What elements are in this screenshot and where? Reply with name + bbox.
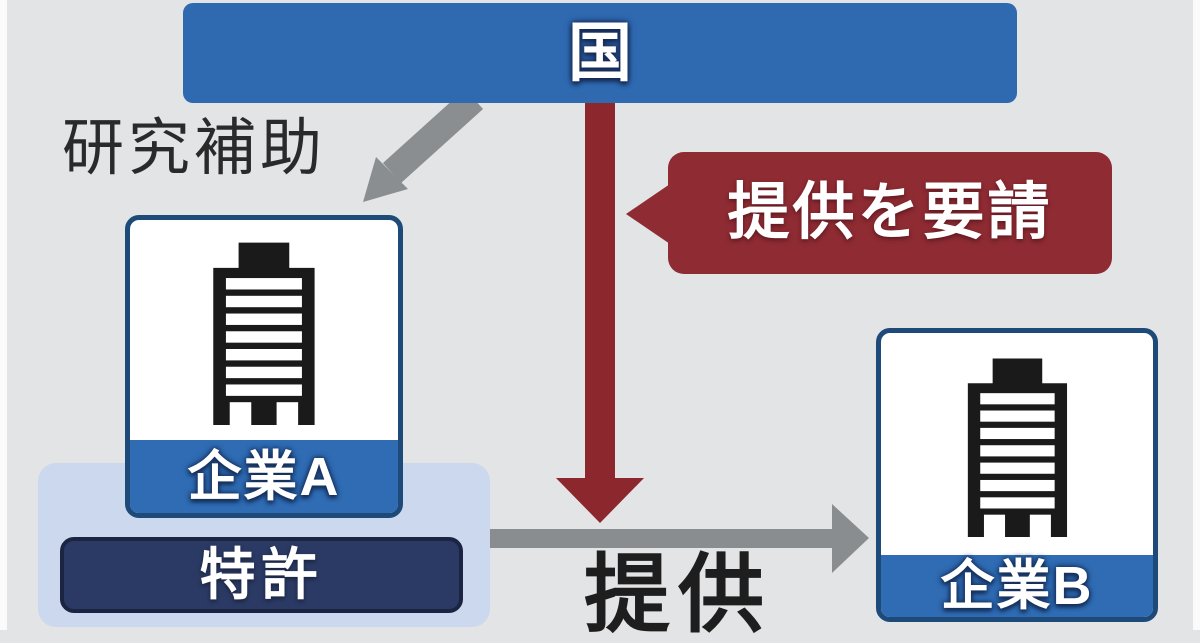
company-b-card: 企業B <box>876 328 1158 622</box>
provide-arrow-icon <box>489 504 869 573</box>
provide-label: 提供 <box>584 547 772 643</box>
research-subsidy-label: 研究補助 <box>62 114 327 183</box>
building-icon <box>213 242 315 425</box>
company-a-label: 企業A <box>187 446 341 507</box>
right-edge-strip <box>1193 0 1200 630</box>
company-a-card: 企業A <box>125 215 403 518</box>
government-label: 国 <box>568 17 632 89</box>
building-icon <box>967 358 1067 537</box>
left-edge-strip <box>0 0 7 630</box>
callout-tail-icon <box>626 184 670 244</box>
company-b-band: 企業B <box>881 555 1153 617</box>
patent-box: 特許 <box>60 537 463 613</box>
patent-label: 特許 <box>199 543 324 606</box>
request-callout: 提供を要請 <box>668 152 1112 274</box>
arrow-layer <box>363 88 869 573</box>
company-a-band: 企業A <box>130 440 398 513</box>
company-a-icon-area <box>130 220 398 440</box>
company-b-label: 企業B <box>940 556 1094 616</box>
company-b-icon-area <box>881 333 1153 555</box>
subsidy-arrow-icon <box>363 88 484 202</box>
request-arrow-icon <box>556 103 644 523</box>
government-banner: 国 <box>183 3 1017 103</box>
request-callout-label: 提供を要請 <box>727 178 1053 247</box>
